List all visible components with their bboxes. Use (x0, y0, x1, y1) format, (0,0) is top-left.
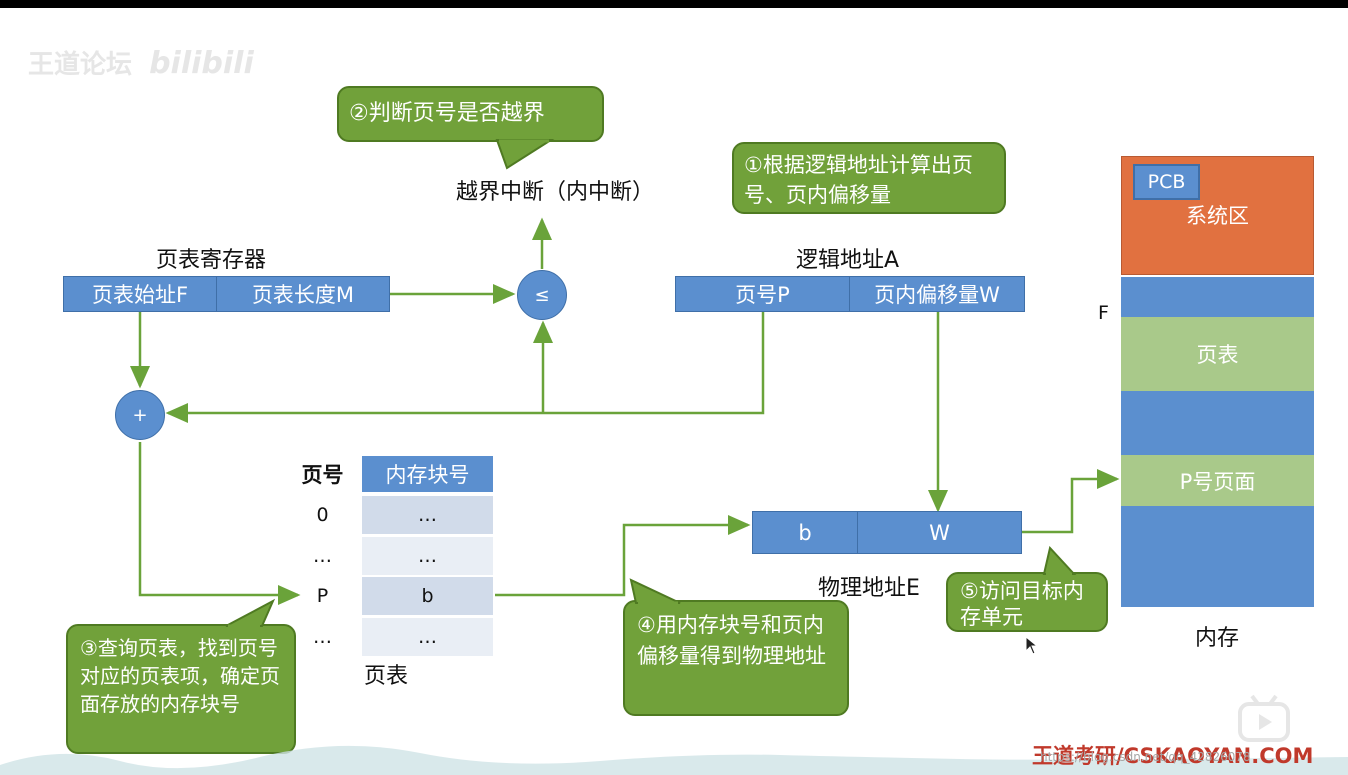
callout-step3-text: ③查询页表，找到页号对应的页表项，确定页面存放的内存块号 (80, 636, 280, 716)
callout-step5-tail (1042, 546, 1077, 576)
mouse-cursor-icon (1025, 636, 1039, 655)
footer-brand: 王道考研/CSKAOYAN.COM (1032, 744, 1314, 768)
watermark-channel: 王道论坛 (28, 50, 133, 80)
watermark: 王道论坛 bilibili (28, 44, 254, 81)
memory-block-1 (1121, 277, 1314, 317)
physical-offset-field: W (857, 511, 1022, 554)
memory-page-table: 页表 (1121, 317, 1314, 391)
bilibili-tv-icon (1238, 694, 1290, 742)
callout-step4-tail (629, 578, 681, 605)
page-table-row-block: … (362, 496, 493, 534)
callout-step5: ⑤访问目标内存单元 (946, 572, 1108, 632)
bilibili-logo-icon: bilibili (149, 46, 254, 81)
page-table-row-page: 0 (316, 504, 329, 526)
logical-address-title: 逻辑地址A (796, 248, 900, 273)
register-title: 页表寄存器 (156, 248, 267, 273)
pcb-box: PCB (1133, 164, 1200, 200)
connector-lines (130, 217, 1120, 605)
system-area-label: 系统区 (1186, 203, 1249, 228)
compare-circle: ≤ (517, 270, 567, 320)
footer-url: https://blog.csdn.net/qq_42826078 (1040, 750, 1251, 764)
page-table-row-page: … (313, 545, 332, 567)
physical-address-title: 物理地址E (818, 576, 920, 601)
page-table-col-block: 内存块号 (362, 456, 493, 492)
memory-caption: 内存 (1195, 626, 1240, 651)
register-length-field: 页表长度M (216, 276, 390, 312)
memory-f-marker: F (1098, 302, 1109, 324)
page-table-caption: 页表 (364, 664, 409, 689)
physical-block-field: b (752, 511, 858, 554)
callout-step2: ②判断页号是否越界 (337, 86, 604, 142)
callout-step5-text: ⑤访问目标内存单元 (960, 579, 1084, 629)
memory-block-3 (1121, 506, 1314, 607)
page-table-row-page: P (316, 585, 329, 607)
callout-step4: ④用内存块号和页内偏移量得到物理地址 (623, 600, 849, 716)
logical-offset-field: 页内偏移量W (849, 276, 1025, 312)
interrupt-label: 越界中断（内中断） (456, 180, 655, 205)
memory-block-2 (1121, 391, 1314, 455)
logical-page-field: 页号P (675, 276, 850, 312)
register-start-field: 页表始址F (63, 276, 217, 312)
page-table-row-block: b (362, 577, 493, 615)
callout-step1: ①根据逻辑地址计算出页号、页内偏移量 (732, 142, 1006, 214)
adder-circle: + (115, 390, 165, 440)
memory-p-page: P号页面 (1121, 455, 1314, 506)
footer-wave-decoration (0, 745, 1348, 775)
page-table-row-block: … (362, 618, 493, 656)
callout-step4-text: ④用内存块号和页内偏移量得到物理地址 (637, 613, 826, 668)
callout-step2-tail (495, 139, 555, 170)
slide-canvas: 王道论坛 bilibili ②判断页号是否越界 越界中断（内中断） ①根据逻辑地… (0, 8, 1348, 775)
callout-step3: ③查询页表，找到页号对应的页表项，确定页面存放的内存块号 (66, 624, 296, 754)
callout-step3-tail (225, 598, 276, 628)
page-table-col-page: 页号 (301, 463, 344, 487)
page-table-row-page: … (313, 626, 332, 648)
callout-step1-text: ①根据逻辑地址计算出页号、页内偏移量 (744, 153, 973, 207)
callout-step2-text: ②判断页号是否越界 (349, 101, 545, 126)
page-table-row-block: … (362, 537, 493, 575)
